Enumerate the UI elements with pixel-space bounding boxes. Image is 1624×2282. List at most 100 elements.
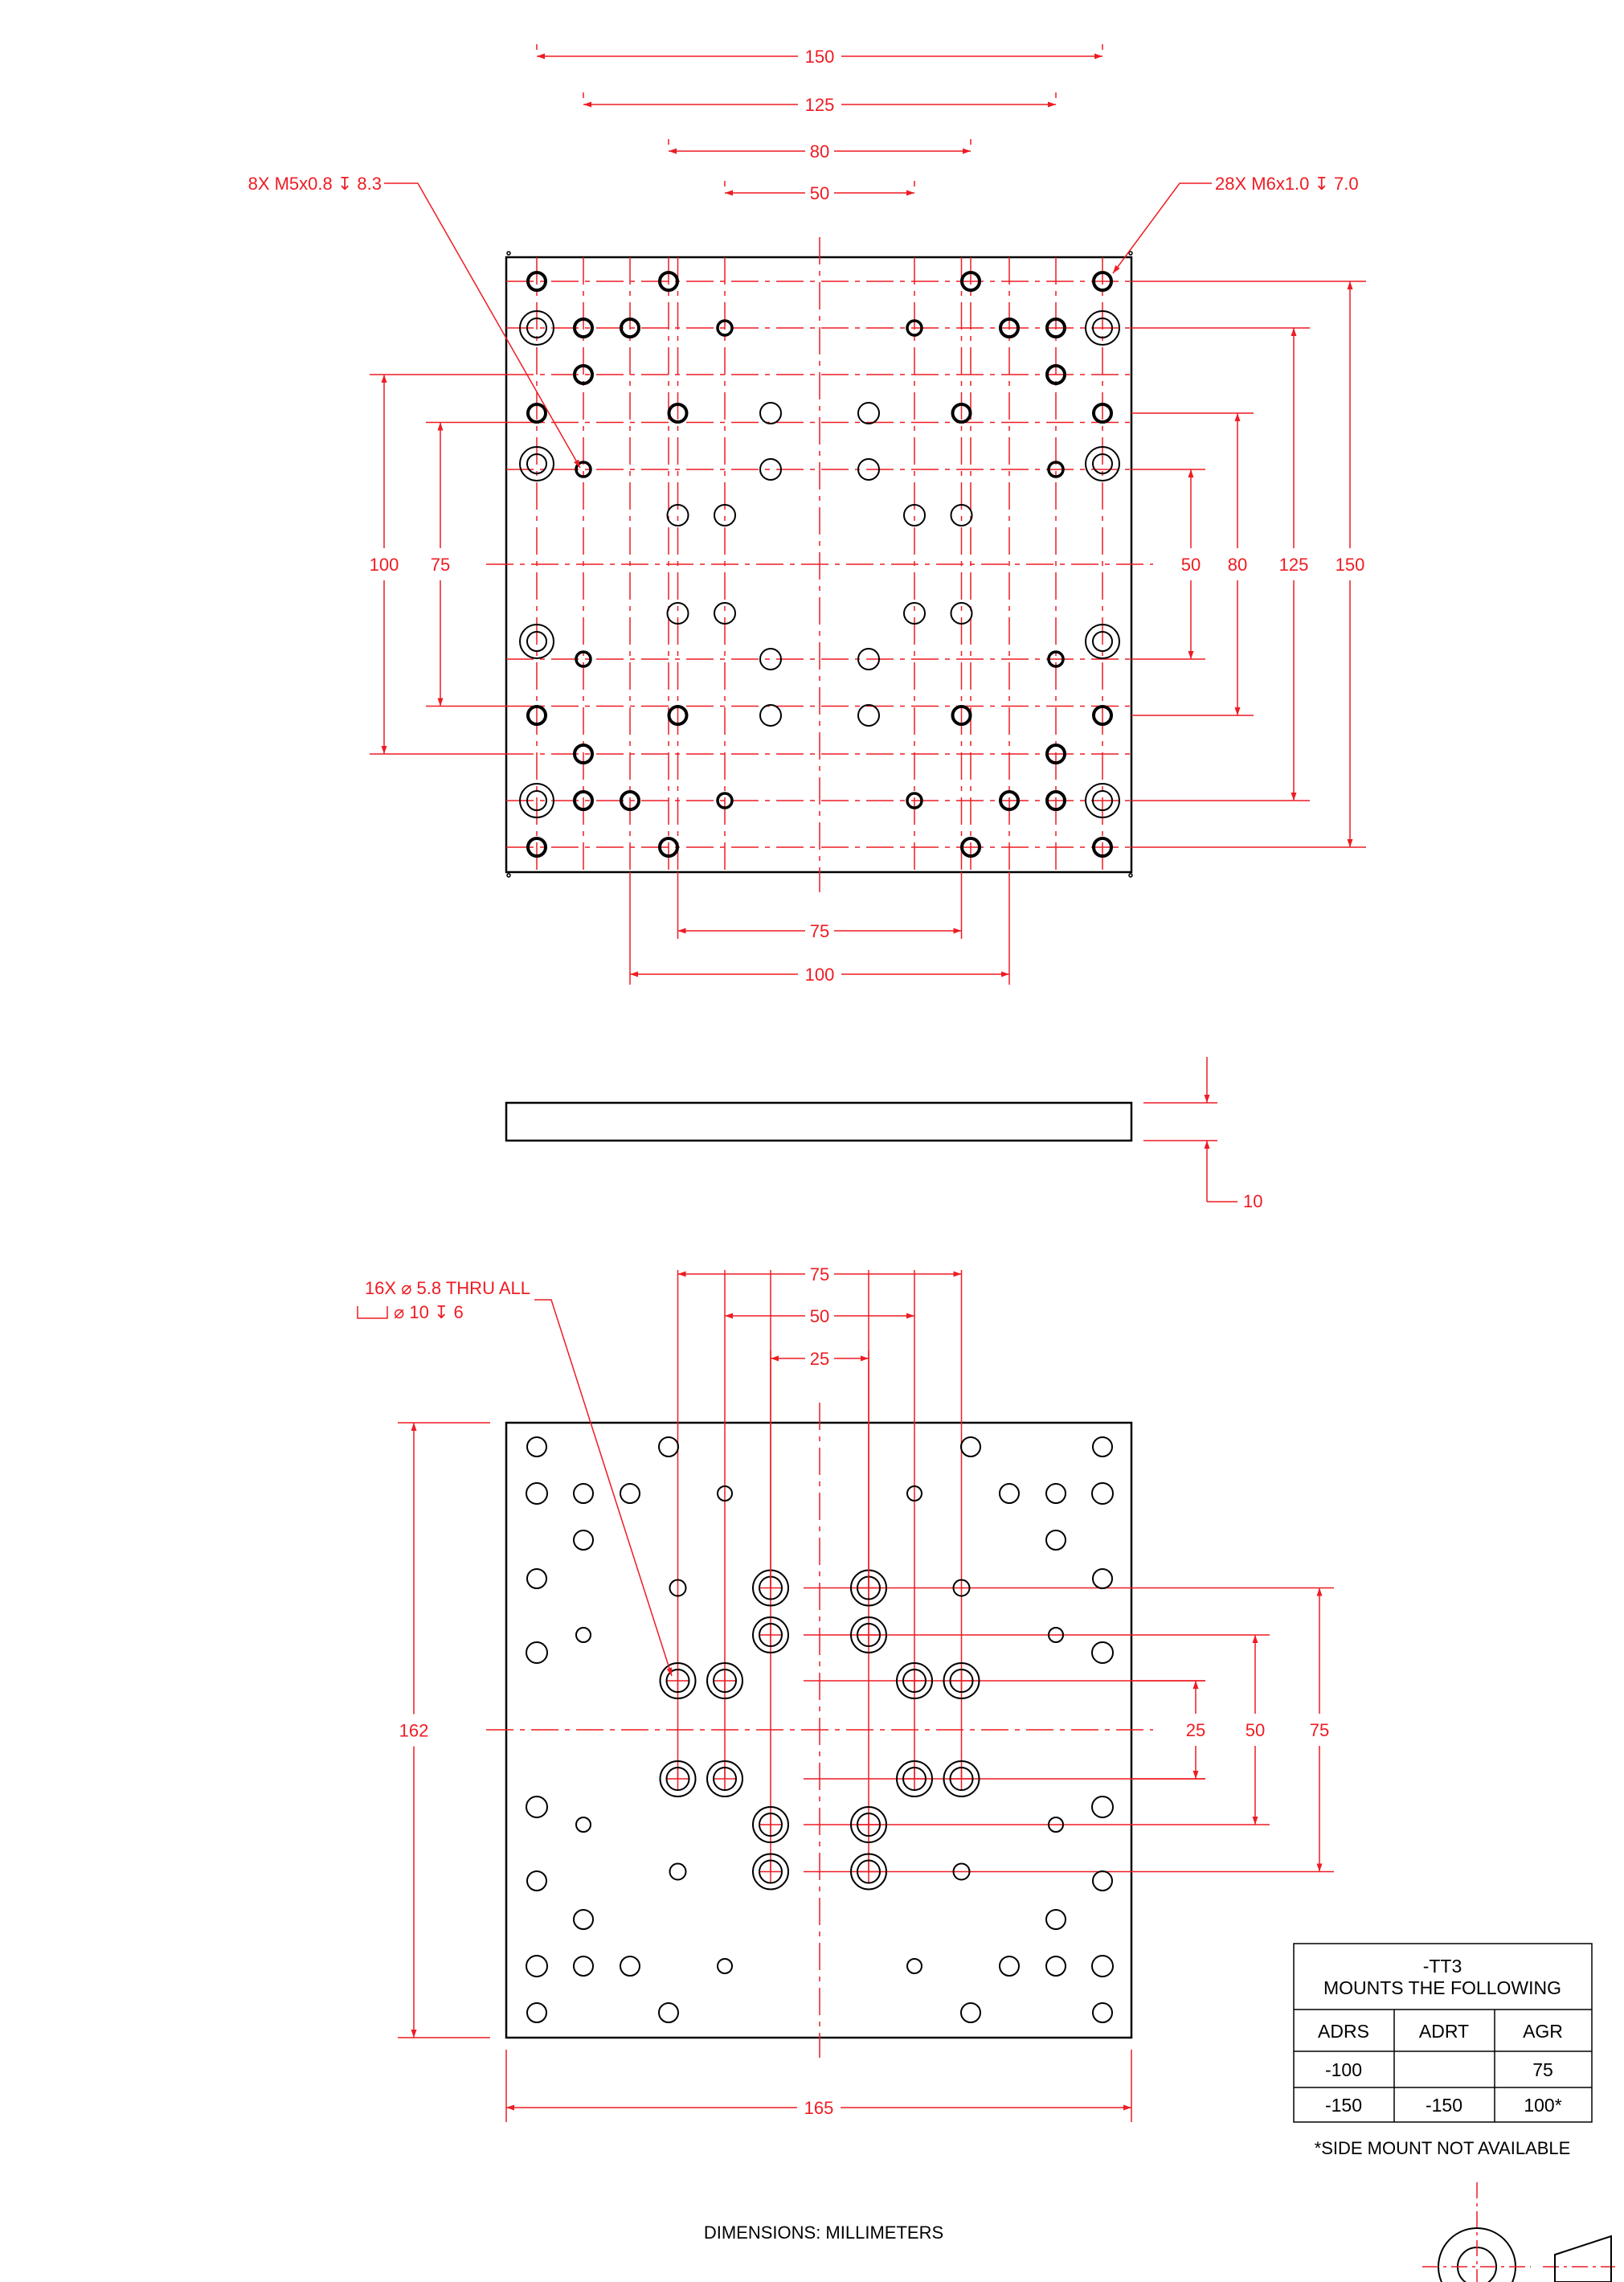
counterbore-hole-inner bbox=[1092, 453, 1113, 474]
threaded-hole-m5 bbox=[716, 792, 734, 809]
counterbore-hole bbox=[519, 446, 554, 481]
thru-hole bbox=[658, 2002, 679, 2023]
thru-hole bbox=[717, 1485, 733, 1502]
table-cell: 100* bbox=[1524, 2095, 1561, 2116]
threaded-hole-m6 bbox=[526, 271, 547, 292]
counterbore-inner bbox=[759, 1623, 783, 1647]
counterbore-hole-inner bbox=[526, 453, 547, 474]
threaded-hole-m6 bbox=[1045, 790, 1066, 811]
counterbore-symbol-icon bbox=[357, 1306, 388, 1319]
thru-hole bbox=[526, 1641, 548, 1664]
threaded-hole-m6 bbox=[999, 790, 1020, 811]
dim-top-50: 50 bbox=[810, 183, 829, 203]
callout-leader-right bbox=[1112, 182, 1212, 274]
dim-left-100: 100 bbox=[370, 555, 399, 575]
counterbore-hole-inner bbox=[1092, 318, 1113, 338]
thru-hole bbox=[857, 648, 880, 670]
callout-tapped-m5: 8X M5x0.8 ↧ 8.3 bbox=[248, 174, 382, 194]
thru-hole bbox=[1091, 1482, 1114, 1505]
threaded-hole-m6 bbox=[1092, 837, 1113, 858]
threaded-hole-m6 bbox=[951, 705, 972, 726]
callout-thru-holes: 16X ⌀ 5.8 THRU ALL bbox=[365, 1278, 530, 1298]
threaded-hole-m5 bbox=[1047, 461, 1065, 478]
dim-right-50: 50 bbox=[1246, 1720, 1265, 1740]
threaded-hole-m6 bbox=[620, 790, 640, 811]
table-header-adrt: ADRT bbox=[1419, 2021, 1469, 2042]
dim-right-125: 125 bbox=[1279, 555, 1309, 575]
dim-bottom-100: 100 bbox=[805, 965, 835, 985]
thru-hole bbox=[960, 1436, 981, 1457]
threaded-hole-m6 bbox=[999, 318, 1020, 338]
thru-hole bbox=[759, 458, 782, 481]
threaded-hole-m6 bbox=[526, 837, 547, 858]
corner-dot bbox=[1128, 251, 1133, 256]
thru-hole bbox=[950, 504, 973, 526]
counterbore-hole bbox=[1085, 624, 1120, 659]
table-title: -TT3 bbox=[1423, 1956, 1462, 1977]
threaded-hole-m5 bbox=[906, 792, 923, 809]
projection-symbol-icon bbox=[1422, 2182, 1615, 2282]
side-view-thickness: 10 bbox=[1243, 1191, 1262, 1211]
thru-hole bbox=[714, 602, 736, 625]
bottom-view-hole-grid bbox=[666, 1270, 1334, 1883]
thru-hole bbox=[526, 1436, 547, 1457]
counterbore-inner bbox=[857, 1859, 881, 1884]
side-view-plate-outline bbox=[505, 1101, 1133, 1142]
threaded-hole-m6 bbox=[667, 705, 689, 726]
dim-bottom-75: 75 bbox=[810, 921, 829, 941]
threaded-hole-m6 bbox=[573, 364, 594, 385]
thru-hole bbox=[950, 602, 973, 625]
counterbore-inner bbox=[902, 1767, 927, 1791]
counterbore-inner bbox=[665, 1669, 690, 1693]
counterbore-outer bbox=[752, 1806, 789, 1843]
threaded-hole-m5 bbox=[906, 319, 923, 337]
top-view-hole-grid bbox=[506, 257, 1131, 872]
counterbore-outer bbox=[752, 1616, 789, 1653]
counterbore-outer bbox=[659, 1662, 697, 1699]
counterbore-inner bbox=[857, 1623, 881, 1647]
counterbore-outer bbox=[752, 1853, 789, 1891]
threaded-hole-m6 bbox=[526, 403, 547, 424]
corner-dot bbox=[506, 251, 511, 256]
threaded-hole-m6 bbox=[573, 318, 594, 338]
table-cell: 75 bbox=[1532, 2059, 1553, 2080]
mount-table: -TT3 MOUNTS THE FOLLOWING ADRS ADRT AGR … bbox=[1293, 1943, 1593, 2123]
bottom-view-centerlines bbox=[486, 1403, 1153, 2058]
counterbore-inner bbox=[902, 1669, 927, 1693]
thru-hole bbox=[1045, 1956, 1066, 1977]
counterbore-outer bbox=[896, 1760, 933, 1797]
counterbore-inner bbox=[857, 1813, 881, 1837]
thru-hole bbox=[575, 1817, 591, 1833]
dim-top-125: 125 bbox=[805, 95, 835, 115]
callout-leader-counterbore bbox=[534, 1299, 673, 1677]
callout-counterbore: ⌀ 10 ↧ 6 bbox=[394, 1302, 464, 1322]
threaded-hole-m6 bbox=[573, 790, 594, 811]
thru-hole bbox=[658, 1436, 679, 1457]
thru-hole bbox=[1048, 1627, 1064, 1643]
corner-dot bbox=[506, 873, 511, 878]
thru-hole bbox=[1048, 1817, 1064, 1833]
thru-hole bbox=[573, 1483, 594, 1504]
thru-hole bbox=[575, 1627, 591, 1643]
thru-hole bbox=[669, 1862, 687, 1881]
thru-hole bbox=[1092, 2002, 1113, 2023]
table-cell: -150 bbox=[1325, 2095, 1362, 2116]
thru-hole bbox=[759, 402, 782, 424]
counterbore-outer bbox=[850, 1806, 887, 1843]
thru-hole bbox=[1091, 1796, 1114, 1818]
counterbore-hole-inner bbox=[526, 631, 547, 652]
threaded-hole-m5 bbox=[575, 461, 592, 478]
threaded-hole-m6 bbox=[620, 318, 640, 338]
thru-hole bbox=[906, 1958, 922, 1974]
thru-hole bbox=[857, 402, 880, 424]
thru-hole bbox=[669, 1579, 687, 1597]
thru-hole bbox=[1091, 1641, 1114, 1664]
thru-hole bbox=[1092, 1870, 1113, 1891]
dim-left-162: 162 bbox=[399, 1721, 429, 1741]
dim-top-75: 75 bbox=[810, 1264, 829, 1284]
counterbore-outer bbox=[659, 1760, 697, 1797]
table-header-agr: AGR bbox=[1523, 2021, 1563, 2042]
